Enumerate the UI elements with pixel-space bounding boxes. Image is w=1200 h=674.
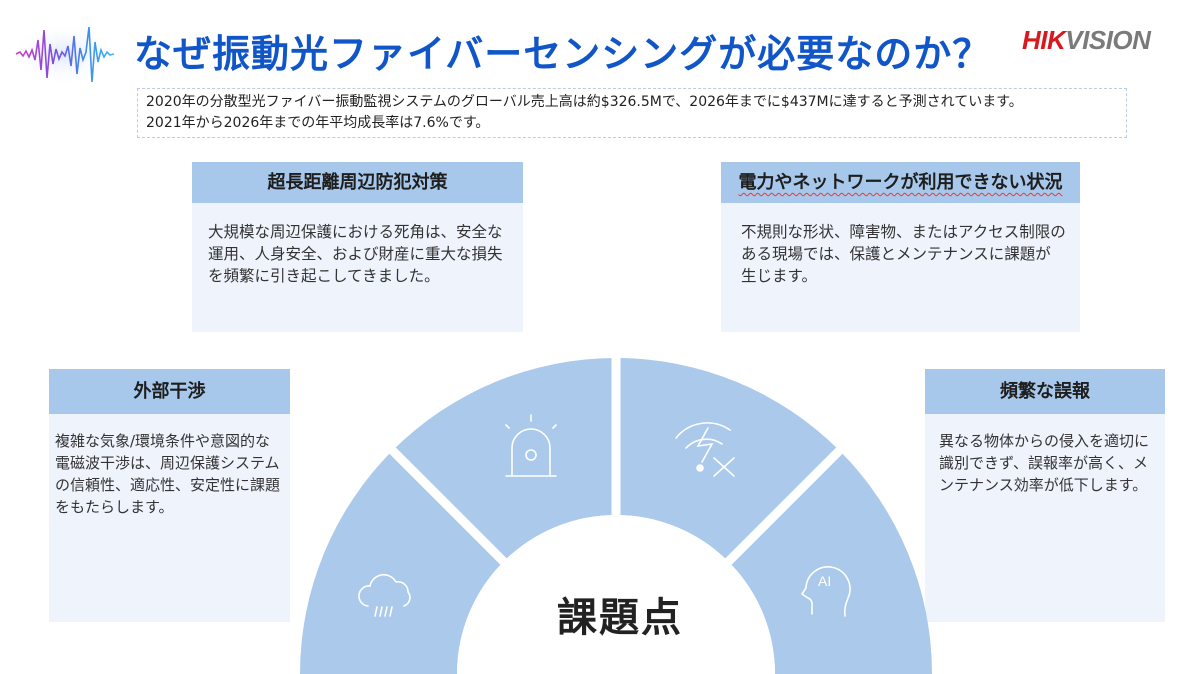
card-title: 超長距離周辺防犯対策 bbox=[192, 162, 523, 203]
card-body: 異なる物体からの侵入を適切に識別できず、誤報率が高く、メンテナンス効率が低下しま… bbox=[939, 432, 1150, 494]
brand-logo-vision: VISION bbox=[1065, 25, 1151, 55]
card-title: 外部干渉 bbox=[49, 369, 290, 414]
intro-line-2: 2021年から2026年までの年平均成長率は7.6%です。 bbox=[146, 115, 490, 131]
card-title: 電力やネットワークが利用できない状況 bbox=[721, 162, 1080, 203]
brand-logo-hik: HIK bbox=[1022, 25, 1066, 55]
card-external-interference: 外部干渉 複雑な気象/環境条件や意図的な電磁波干渉は、周辺保護システムの信頼性、… bbox=[49, 369, 290, 622]
card-false-alarms: 頻繁な誤報 異なる物体からの侵入を適切に識別できず、誤報率が高く、メンテナンス効… bbox=[925, 369, 1165, 622]
card-body: 大規模な周辺保護における死角は、安全な運用、人身安全、および財産に重大な損失を頻… bbox=[208, 223, 503, 285]
card-title: 頻繁な誤報 bbox=[925, 369, 1165, 414]
hikvision-logo: HIKVISION bbox=[1022, 25, 1151, 55]
market-intro-box: 2020年の分散型光ファイバー振動監視システムのグローバル売上高は約$326.5… bbox=[137, 88, 1127, 138]
card-title-text: 電力やネットワークが利用できない状況 bbox=[738, 172, 1063, 193]
page-title: なぜ振動光ファイバーセンシングが必要なのか？ bbox=[134, 32, 992, 76]
sound-wave-icon bbox=[12, 22, 116, 86]
card-long-distance-perimeter: 超長距離周辺防犯対策 大規模な周辺保護における死角は、安全な運用、人身安全、およ… bbox=[192, 162, 523, 332]
card-no-power-network: 電力やネットワークが利用できない状況 不規則な形状、障害物、またはアクセス制限の… bbox=[721, 162, 1080, 332]
card-body: 不規則な形状、障害物、またはアクセス制限のある現場では、保護とメンテナンスに課題… bbox=[741, 223, 1066, 285]
diagram-center-label: 課題点 bbox=[557, 595, 683, 641]
card-body: 複雑な気象/環境条件や意図的な電磁波干渉は、周辺保護システムの信頼性、適応性、安… bbox=[55, 432, 281, 516]
intro-line-1: 2020年の分散型光ファイバー振動監視システムのグローバル売上高は約$326.5… bbox=[146, 94, 1023, 110]
